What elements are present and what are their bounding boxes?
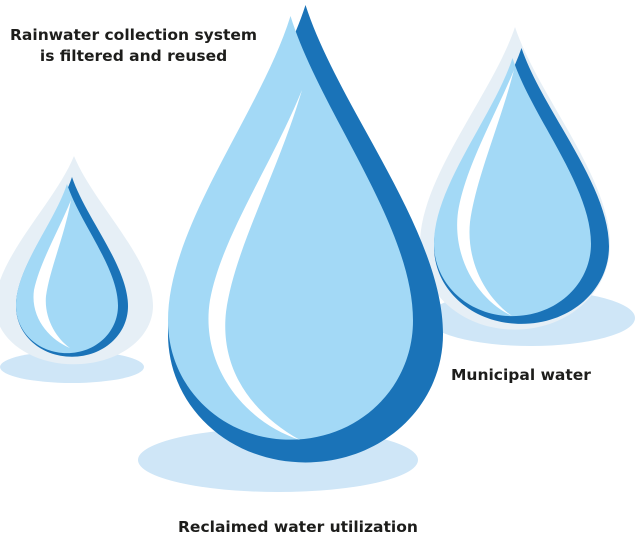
label-reclaimed-water: Reclaimed water utilization (178, 518, 418, 536)
right-drop-highlight (457, 70, 514, 316)
small-drop-highlight (33, 200, 71, 348)
label-rainwater-collection: Rainwater collection system is filtered … (10, 25, 257, 67)
label-rainwater-line2: is filtered and reused (39, 47, 228, 65)
small-water-drop (0, 156, 153, 383)
small-drop-shadow (0, 351, 144, 383)
label-municipal-water: Municipal water (451, 366, 591, 384)
large-water-drop (138, 5, 443, 492)
large-drop-highlight (208, 90, 302, 440)
label-rainwater-line1: Rainwater collection system (10, 26, 258, 44)
right-water-drop (420, 27, 635, 346)
